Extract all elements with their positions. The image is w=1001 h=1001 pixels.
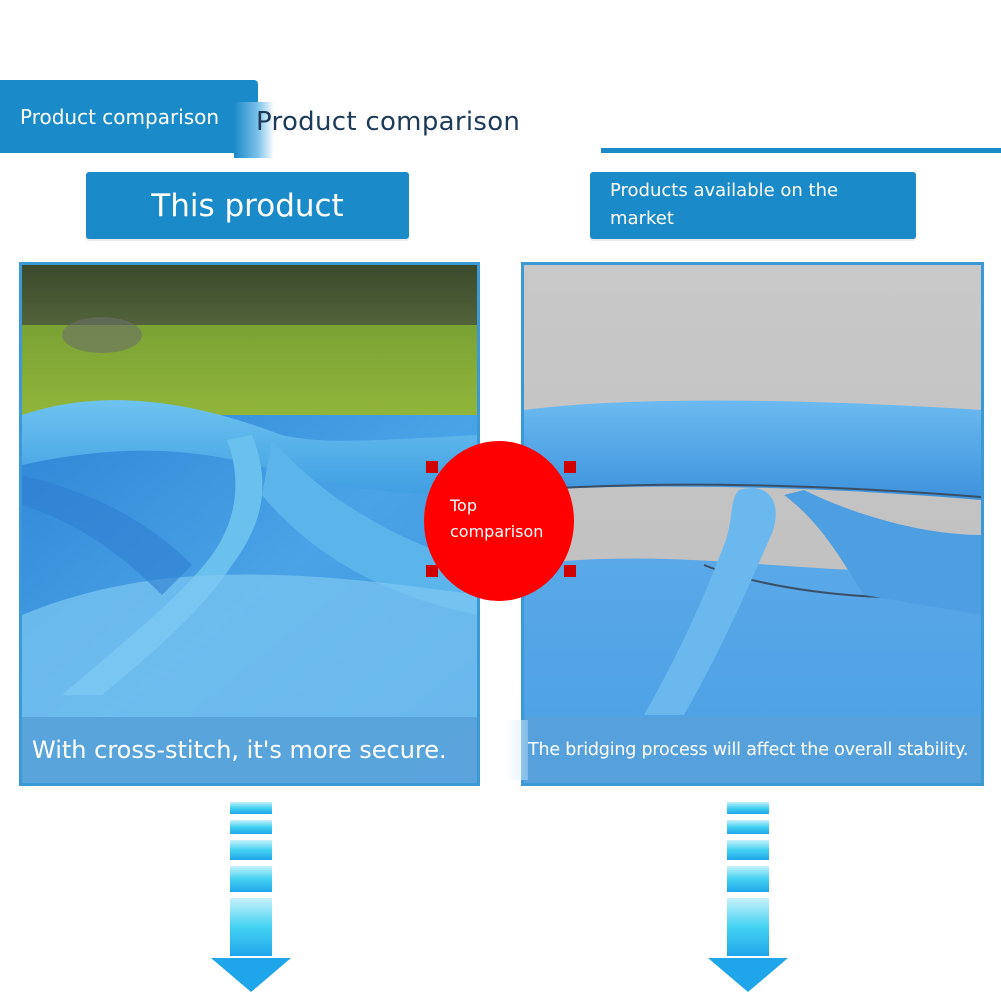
tag-fade-decoration <box>234 102 274 158</box>
market-products-label: Products available on the market <box>590 172 916 239</box>
badge-line-2: comparison <box>450 522 544 541</box>
this-product-caption: With cross-stitch, it's more secure. <box>32 736 447 764</box>
market-products-label-text: Products available on the market <box>610 180 839 229</box>
this-product-label: This product <box>86 172 409 239</box>
bridged-seam-fabric-photo <box>524 265 981 783</box>
down-arrow-icon <box>708 802 788 992</box>
section-tag-label: Product comparison <box>20 104 220 129</box>
cross-stitch-fabric-photo <box>22 265 477 783</box>
market-product-caption: The bridging process will affect the ove… <box>528 740 969 760</box>
page-title: Product comparison <box>256 107 521 137</box>
this-product-label-text: This product <box>151 187 344 224</box>
badge-label: Top comparison <box>450 493 543 545</box>
this-product-caption-band: With cross-stitch, it's more secure. <box>22 717 477 783</box>
badge-corner-marks <box>426 461 576 577</box>
down-arrow-icon <box>211 802 291 992</box>
top-comparison-badge: Top comparison <box>418 437 584 603</box>
this-product-photo-panel: With cross-stitch, it's more secure. <box>19 262 480 786</box>
section-tag: Product comparison <box>0 80 258 153</box>
badge-circle <box>424 441 574 601</box>
badge-line-1: Top <box>450 496 477 515</box>
market-product-photo-panel: The bridging process will affect the ove… <box>521 262 984 786</box>
header-divider <box>601 148 1001 153</box>
market-product-caption-band: The bridging process will affect the ove… <box>524 717 981 783</box>
caption-fade-decoration <box>504 720 528 780</box>
